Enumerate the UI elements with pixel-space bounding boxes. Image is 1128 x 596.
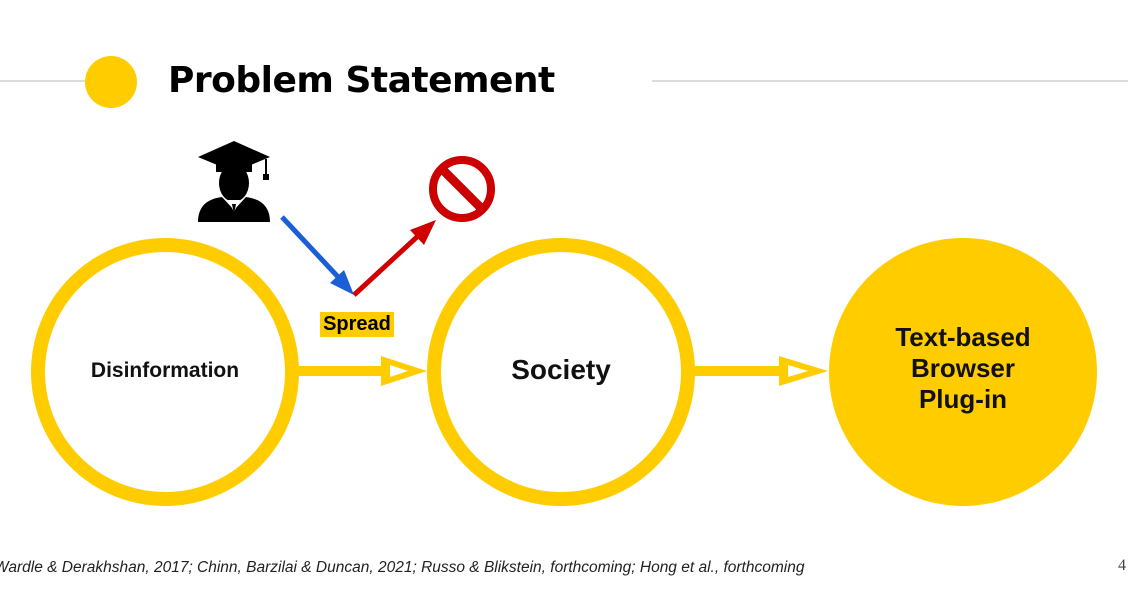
spread-label: Spread (320, 312, 394, 337)
plugin-label-line-2: Browser (910, 353, 1016, 383)
header-rule-right (652, 80, 1128, 82)
plugin-label: Text-based Browser Plug-in (838, 322, 1088, 415)
disinformation-label: Disinformation (90, 359, 240, 382)
page-number: 4 (1118, 557, 1126, 574)
citation: Wardle & Derakhshan, 2017; Chinn, Barzil… (0, 559, 805, 576)
arrow-society-to-plugin (694, 356, 828, 386)
red-arrow (352, 220, 436, 297)
page-title: Problem Statement (168, 60, 555, 101)
header-rule-left (0, 80, 92, 82)
society-label: Society (511, 354, 611, 385)
arrow-disinformation-to-society (298, 356, 427, 386)
plugin-label-line-3: Plug-in (918, 384, 1008, 414)
blue-arrow (280, 215, 354, 295)
graduate-person-icon (198, 141, 270, 222)
disinformation-node (31, 238, 299, 506)
society-node (427, 238, 695, 506)
plugin-label-line-1: Text-based (895, 322, 1031, 352)
title-bullet (85, 56, 137, 108)
plugin-node (829, 238, 1097, 506)
no-entry-icon (429, 156, 495, 222)
